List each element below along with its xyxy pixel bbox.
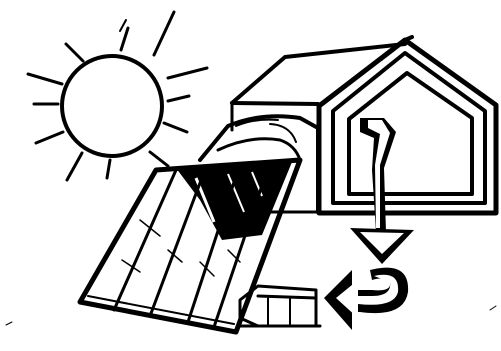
sun-icon (28, 12, 207, 180)
ground-storage-icon (240, 286, 320, 326)
airflow-arrow-icon (324, 118, 414, 330)
